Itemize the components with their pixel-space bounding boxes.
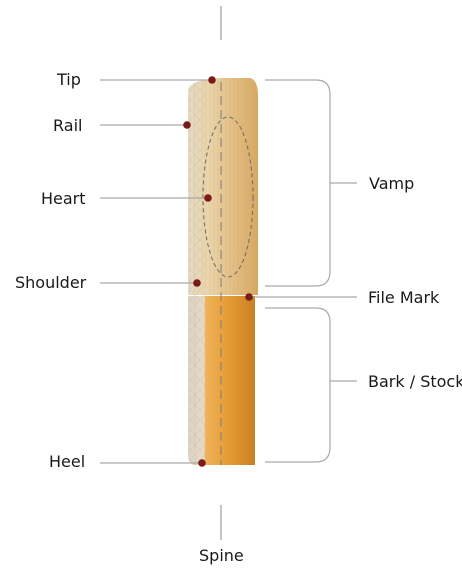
- bark-bracket: [265, 308, 330, 462]
- file-mark-label: File Mark: [368, 288, 439, 308]
- rail-label: Rail: [53, 116, 82, 136]
- vamp-label: Vamp: [369, 174, 414, 194]
- file-mark-dot: [245, 293, 253, 301]
- heel-label: Heel: [49, 452, 85, 472]
- heel-dot: [198, 459, 206, 467]
- bark-stock-label: Bark / Stock: [368, 372, 462, 392]
- tip-label: Tip: [57, 70, 81, 90]
- vamp-bracket: [265, 80, 330, 286]
- spine-label: Spine: [199, 546, 244, 566]
- shoulder-dot: [193, 279, 201, 287]
- rail-dot: [183, 121, 191, 129]
- tip-dot: [208, 76, 216, 84]
- shoulder-label: Shoulder: [15, 273, 86, 293]
- heart-dot: [204, 194, 212, 202]
- heart-label: Heart: [41, 189, 86, 209]
